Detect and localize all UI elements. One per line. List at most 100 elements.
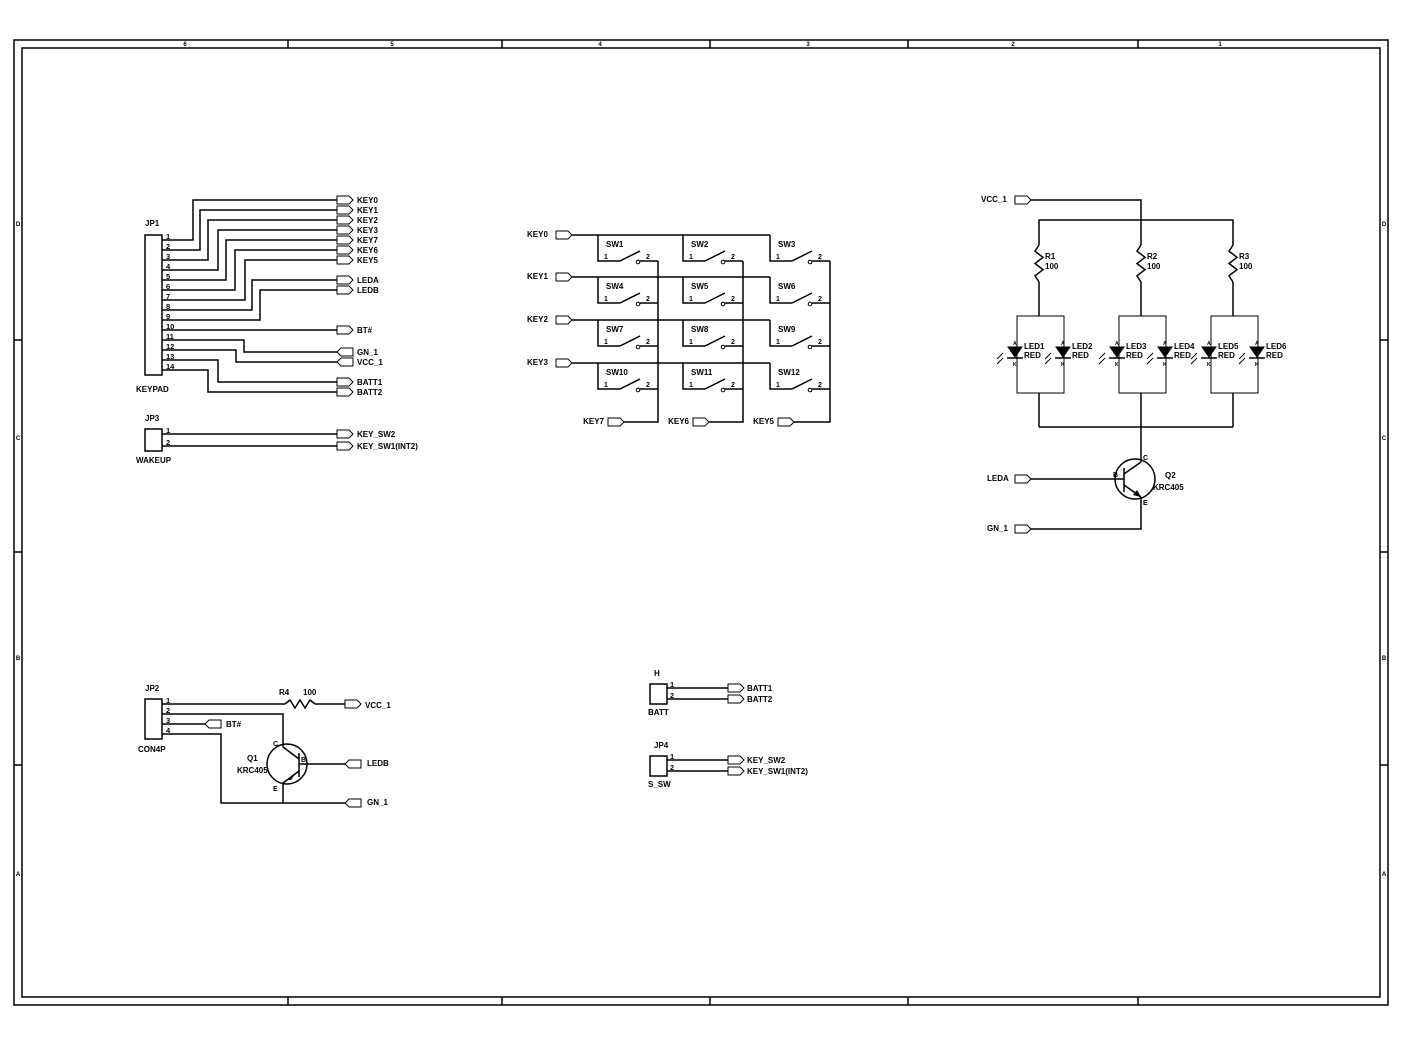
column-label: 6 bbox=[183, 42, 187, 48]
led-ref: LED2 bbox=[1072, 342, 1093, 351]
emitter-wire bbox=[1031, 497, 1142, 530]
pin2-wire bbox=[162, 713, 284, 747]
led-pin-k: K bbox=[1207, 362, 1211, 368]
column-label: 1 bbox=[1218, 42, 1222, 48]
inner-border bbox=[21, 47, 1381, 998]
net-port bbox=[336, 377, 354, 387]
pin-number: 1 bbox=[776, 296, 780, 303]
vcc-label: VCC_1 bbox=[981, 195, 1007, 204]
led-pin-a: A bbox=[1061, 341, 1065, 347]
row-net-label: KEY1 bbox=[527, 272, 548, 281]
gnd-label: GN_1 bbox=[987, 524, 1008, 533]
column-label: 5 bbox=[390, 42, 394, 48]
net-label: KEY_SW2 bbox=[357, 430, 396, 439]
value-label: WAKEUP bbox=[136, 456, 172, 465]
net-label: KEY3 bbox=[357, 226, 378, 235]
row-label: D bbox=[1382, 222, 1387, 228]
net-label: KEY_SW1(INT2) bbox=[747, 767, 808, 776]
row-net-label: KEY0 bbox=[527, 230, 548, 239]
net-port bbox=[344, 699, 362, 709]
row-net-label: KEY2 bbox=[527, 315, 548, 324]
resistor-ref: R4 bbox=[279, 688, 290, 697]
column-wire bbox=[709, 261, 744, 423]
net-label: VCC_1 bbox=[357, 358, 383, 367]
net-port bbox=[336, 357, 354, 367]
transistor-collector bbox=[1123, 461, 1142, 475]
connector-body bbox=[144, 428, 163, 452]
net-port bbox=[1014, 524, 1032, 534]
pin-number: 1 bbox=[670, 680, 674, 689]
emitter-arrow-icon bbox=[1133, 490, 1141, 497]
column-net-label: KEY6 bbox=[668, 417, 689, 426]
led-value: RED bbox=[1024, 351, 1041, 360]
net-port bbox=[204, 719, 222, 729]
switch-pin1-wire bbox=[769, 277, 792, 304]
net-label: KEY0 bbox=[357, 196, 378, 205]
row-label: C bbox=[16, 436, 21, 442]
pin-number: 1 bbox=[776, 339, 780, 346]
led-pin-a: A bbox=[1013, 341, 1017, 347]
switch-lever bbox=[791, 250, 813, 262]
switch-ref: SW4 bbox=[606, 282, 624, 291]
net-label: KEY6 bbox=[357, 246, 378, 255]
net-label: KEY1 bbox=[357, 206, 378, 215]
pin-number: 2 bbox=[818, 339, 822, 346]
pin-number: 2 bbox=[646, 296, 650, 303]
switch-lever bbox=[704, 292, 726, 304]
ref-label: H bbox=[654, 669, 660, 678]
switch-contact bbox=[720, 344, 726, 350]
pin-wire bbox=[162, 209, 337, 251]
net-label: GN_1 bbox=[357, 348, 378, 357]
pin-number: 2 bbox=[670, 691, 674, 700]
pin-wire bbox=[162, 339, 337, 353]
pin-number: 2 bbox=[166, 242, 170, 251]
light-arrow-icon bbox=[1146, 357, 1154, 365]
led-ref: LED3 bbox=[1126, 342, 1147, 351]
connector-body bbox=[144, 234, 163, 376]
switch-pin1-wire bbox=[769, 320, 792, 347]
switch-ref: SW5 bbox=[691, 282, 709, 291]
column-label: 2 bbox=[1011, 42, 1015, 48]
pin-wire bbox=[162, 229, 337, 271]
value-label: CON4P bbox=[138, 745, 166, 754]
switch-lever bbox=[619, 335, 641, 347]
led-diode-symbol bbox=[1157, 346, 1173, 358]
led-pin-k: K bbox=[1061, 362, 1065, 368]
pin-wire bbox=[162, 369, 337, 393]
pin-wire bbox=[162, 219, 337, 261]
net-port bbox=[336, 235, 354, 245]
switch-contact bbox=[807, 387, 813, 393]
net-label: KEY_SW2 bbox=[747, 756, 786, 765]
pin-c: C bbox=[273, 741, 278, 748]
row-label: B bbox=[1382, 656, 1387, 662]
pin-number: 1 bbox=[689, 296, 693, 303]
pin-number: 13 bbox=[166, 352, 174, 361]
pin-number: 1 bbox=[166, 232, 170, 241]
pin-number: 1 bbox=[776, 382, 780, 389]
led-value: RED bbox=[1266, 351, 1283, 360]
switch-lever bbox=[619, 378, 641, 390]
light-arrow-icon bbox=[996, 352, 1004, 360]
pin-wire bbox=[162, 359, 337, 383]
switch-pin1-wire bbox=[682, 277, 705, 304]
pin-number: 1 bbox=[604, 382, 608, 389]
light-arrow-icon bbox=[1044, 357, 1052, 365]
switch-ref: SW8 bbox=[691, 325, 709, 334]
outer-border bbox=[13, 39, 1389, 1006]
switch-contact bbox=[807, 344, 813, 350]
pin-number: 2 bbox=[818, 254, 822, 261]
switch-lever bbox=[791, 335, 813, 347]
switch-ref: SW1 bbox=[606, 240, 624, 249]
led-pin-k: K bbox=[1013, 362, 1017, 368]
light-arrow-icon bbox=[1098, 357, 1106, 365]
switch-pin1-wire bbox=[597, 235, 620, 262]
net-label: LEDB bbox=[367, 759, 389, 768]
switch-lever bbox=[619, 250, 641, 262]
